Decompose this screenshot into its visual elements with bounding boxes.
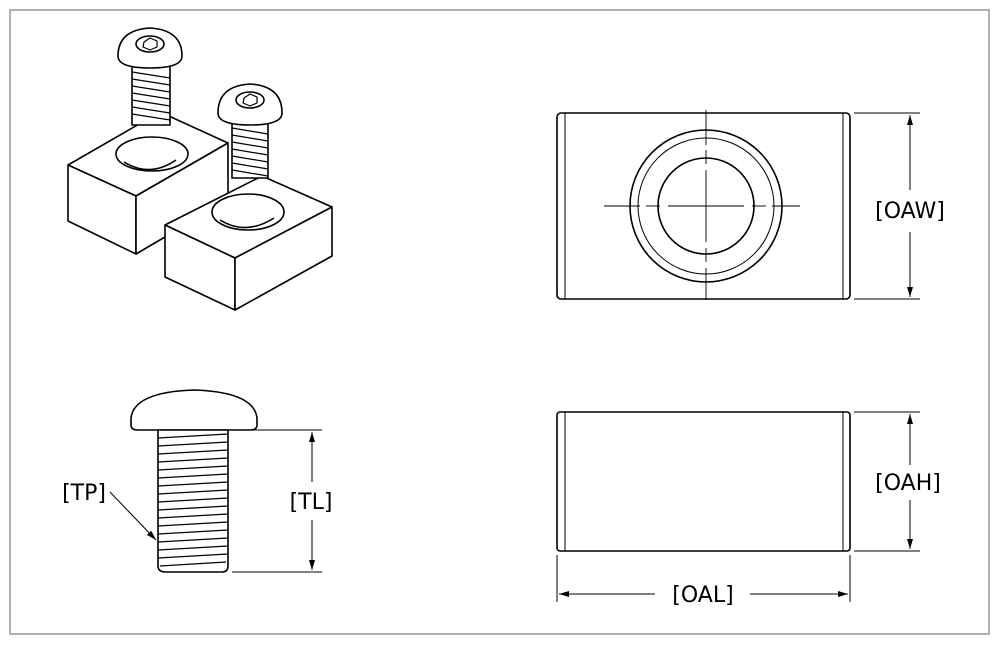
screw-back bbox=[117, 27, 183, 126]
thread-lines bbox=[157, 433, 229, 567]
tl-label: [TL] bbox=[290, 490, 333, 515]
screw-side-view bbox=[109, 389, 322, 573]
oah-label: [OAH] bbox=[875, 471, 941, 496]
front-view bbox=[556, 411, 920, 602]
dimension-tp bbox=[109, 491, 157, 541]
dimension-tl bbox=[232, 429, 322, 573]
centerlines bbox=[604, 110, 800, 300]
oaw-label: [OAW] bbox=[875, 199, 945, 224]
top-view bbox=[556, 110, 920, 300]
dimension-oaw bbox=[854, 112, 920, 300]
block-front bbox=[164, 175, 333, 311]
dimension-oal bbox=[556, 555, 851, 602]
tp-label: [TP] bbox=[62, 481, 106, 506]
oal-label: [OAL] bbox=[672, 583, 733, 608]
screw-front bbox=[217, 83, 283, 179]
dimension-oah bbox=[854, 411, 920, 552]
block-back bbox=[67, 111, 229, 255]
isometric-view bbox=[67, 27, 333, 311]
